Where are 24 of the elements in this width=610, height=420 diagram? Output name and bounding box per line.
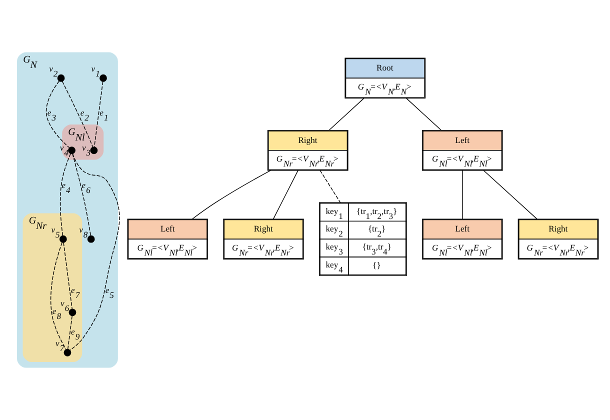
node-circle — [68, 146, 76, 154]
connector — [70, 153, 120, 351]
connector — [50, 242, 66, 350]
connector — [67, 316, 72, 350]
node-circle — [87, 235, 95, 243]
connector — [63, 242, 72, 310]
connector — [328, 98, 364, 131]
node-circle — [64, 348, 72, 356]
connector — [46, 80, 70, 148]
connector — [192, 170, 271, 220]
connector — [462, 170, 463, 220]
connector — [483, 170, 538, 220]
node-circle — [100, 74, 107, 82]
connector — [62, 80, 94, 148]
node-circle — [57, 74, 65, 82]
connector — [272, 170, 298, 220]
connector — [320, 170, 341, 203]
node-circle — [68, 308, 76, 316]
connector — [94, 81, 104, 148]
connector — [406, 98, 442, 131]
node-circle — [90, 146, 98, 154]
node-circle — [59, 235, 67, 243]
connector — [60, 153, 72, 236]
connector — [72, 153, 92, 236]
